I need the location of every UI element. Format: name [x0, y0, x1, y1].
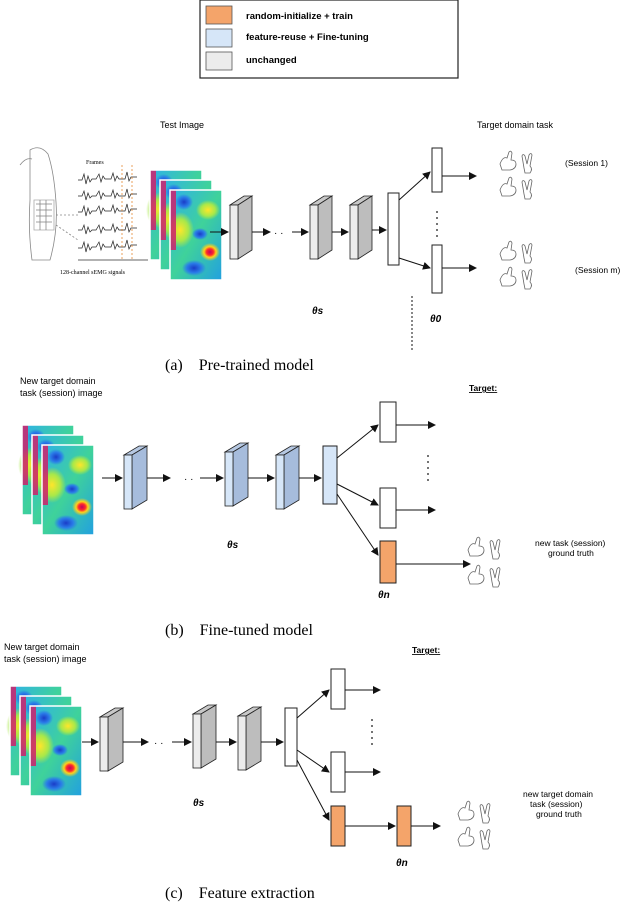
- theta-n-label-c: θn: [396, 858, 408, 869]
- arrow: [398, 257, 431, 270]
- legend-label-random-init: random-initialize + train: [246, 11, 353, 22]
- theta-n-label-b: θn: [378, 590, 390, 601]
- heatmap-stack-c: [5, 685, 83, 797]
- legend-swatch-orange: [205, 5, 233, 25]
- arrow: [336, 483, 379, 506]
- output-head-c-new: [330, 805, 346, 847]
- panel-c-input-label-1: New target domain: [4, 642, 80, 652]
- emg-signals: [78, 165, 148, 261]
- caption-b: (b) Fine-tuned model: [165, 622, 314, 639]
- heatmap-stack-b: [17, 424, 95, 536]
- panel-a-input-label: Test Image: [160, 120, 204, 130]
- fc-layer-b: [322, 445, 338, 505]
- session-first-label: (Session 1): [565, 158, 608, 168]
- ellipsis-v: [371, 719, 373, 745]
- hand-gestures-a2: [499, 240, 533, 290]
- conv-block-b2: [223, 442, 250, 507]
- arm-sketch: [19, 147, 79, 261]
- theta-0-label-a: θ0: [430, 314, 442, 325]
- conv-block-c1: [98, 707, 125, 772]
- panel-b-ground-truth-2: ground truth: [548, 548, 594, 558]
- output-head-c2: [330, 751, 346, 793]
- panel-b: New target domain task (session) image T…: [17, 376, 606, 639]
- theta-s-label-c: θs: [193, 798, 205, 809]
- output-head-a2: [431, 244, 443, 294]
- classifier-c-new: [396, 805, 412, 847]
- hand-gestures-a1: [499, 150, 533, 200]
- conv-block-a2: [308, 195, 334, 260]
- output-head-c1: [330, 668, 346, 710]
- fc-layer-c: [284, 707, 298, 767]
- panel-b-target-label: Target:: [469, 383, 497, 393]
- caption-c: (c) Feature extraction: [165, 885, 315, 902]
- legend: random-initialize + train feature-reuse …: [199, 0, 459, 79]
- panel-b-ground-truth-1: new task (session): [535, 538, 606, 548]
- frames-label: Frames: [86, 160, 104, 166]
- arrow: [296, 689, 330, 719]
- panel-a: Test Image Target domain task: [19, 120, 621, 374]
- fc-layer-a: [387, 192, 400, 266]
- ellipsis-h: · ·: [184, 474, 193, 485]
- arrow: [296, 759, 330, 821]
- panel-c-ground-truth-2: task (session): [530, 799, 583, 809]
- panel-c-ground-truth-1: new target domain: [523, 789, 593, 799]
- arrow: [296, 749, 330, 773]
- legend-label-feature-reuse: feature-reuse + Fine-tuning: [246, 32, 369, 43]
- hand-gestures-c: [457, 800, 491, 850]
- output-head-b-new: [379, 540, 397, 584]
- ellipsis-h: · ·: [154, 738, 163, 749]
- signal-label: 128-channel sEMG signals: [60, 270, 126, 276]
- panel-c-input-label-2: task (session) image: [4, 654, 87, 664]
- heatmap-stack-a: [145, 169, 223, 281]
- arrow: [398, 171, 431, 201]
- panel-c-target-label: Target:: [412, 645, 440, 655]
- ellipsis-v: [427, 455, 429, 481]
- legend-box: [199, 0, 459, 79]
- panel-b-input-label-1: New target domain: [20, 376, 96, 386]
- theta-s-label-a: θs: [312, 306, 324, 317]
- output-head-b2: [379, 487, 397, 529]
- panel-b-input-label-2: task (session) image: [20, 388, 103, 398]
- conv-block-c3: [236, 706, 263, 771]
- arrow: [336, 493, 379, 556]
- conv-block-b1: [122, 445, 149, 510]
- ellipsis-h: · ·: [274, 228, 283, 239]
- legend-swatch-blue: [205, 28, 233, 48]
- conv-block-c2: [191, 704, 218, 769]
- session-last-label: (Session m): [575, 265, 621, 275]
- conv-block-b3: [274, 445, 301, 510]
- hand-gestures-b: [467, 536, 501, 588]
- caption-a: (a) Pre-trained model: [165, 357, 314, 374]
- legend-label-unchanged: unchanged: [246, 55, 297, 66]
- output-head-a1: [431, 147, 443, 193]
- ellipsis-v: [436, 211, 438, 237]
- panel-c-ground-truth-3: ground truth: [536, 809, 582, 819]
- output-head-b1: [379, 401, 397, 443]
- conv-block-a1: [228, 195, 254, 260]
- panel-a-target-label: Target domain task: [477, 120, 554, 130]
- panel-c: New target domain task (session) image T…: [4, 642, 593, 902]
- legend-swatch-gray: [205, 51, 233, 71]
- conv-block-a3: [348, 195, 374, 260]
- theta-s-label-b: θs: [227, 540, 239, 551]
- arrow: [336, 424, 379, 459]
